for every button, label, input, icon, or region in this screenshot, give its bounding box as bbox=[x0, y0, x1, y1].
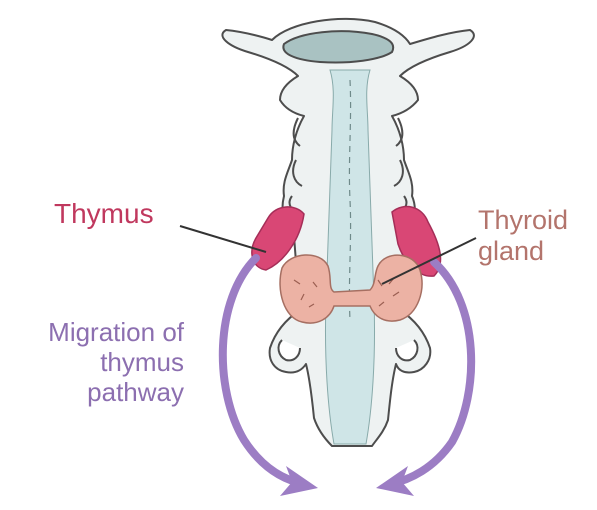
thyroid-label-line2: gland bbox=[478, 236, 544, 266]
migration-label-line2: thymus bbox=[6, 348, 184, 378]
migration-label-line3: pathway bbox=[6, 378, 184, 408]
thyroid-gland-label: Thyroid gland bbox=[478, 205, 568, 267]
thymus-label: Thymus bbox=[54, 198, 154, 230]
thymus-leader-line bbox=[180, 226, 266, 252]
oral-cavity bbox=[283, 31, 393, 62]
thyroid-label-line1: Thyroid bbox=[478, 205, 568, 235]
migration-pathway-label: Migration of thymus pathway bbox=[6, 318, 184, 408]
migration-label-line1: Migration of bbox=[6, 318, 184, 348]
